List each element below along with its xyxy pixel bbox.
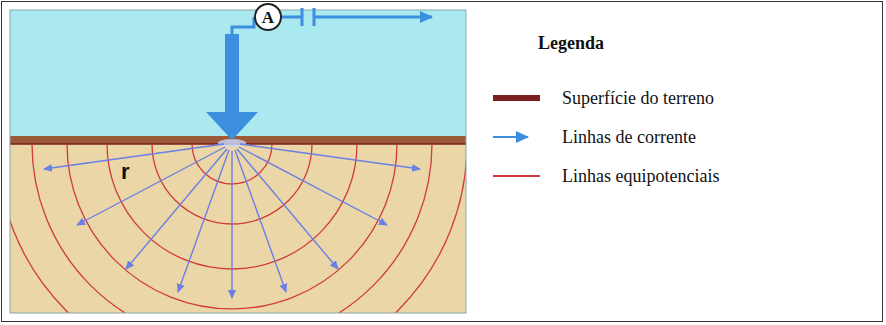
legend-swatch bbox=[493, 95, 540, 101]
ammeter-circle: A bbox=[254, 3, 282, 31]
radius-label: r bbox=[120, 160, 131, 184]
legend-text: Linhas equipotenciais bbox=[562, 166, 719, 187]
legend-text: Linhas de corrente bbox=[562, 127, 696, 148]
ammeter-label: A bbox=[262, 9, 274, 26]
legend-text: Superfície do terreno bbox=[562, 88, 714, 109]
legend-heading: Legenda bbox=[538, 33, 604, 54]
